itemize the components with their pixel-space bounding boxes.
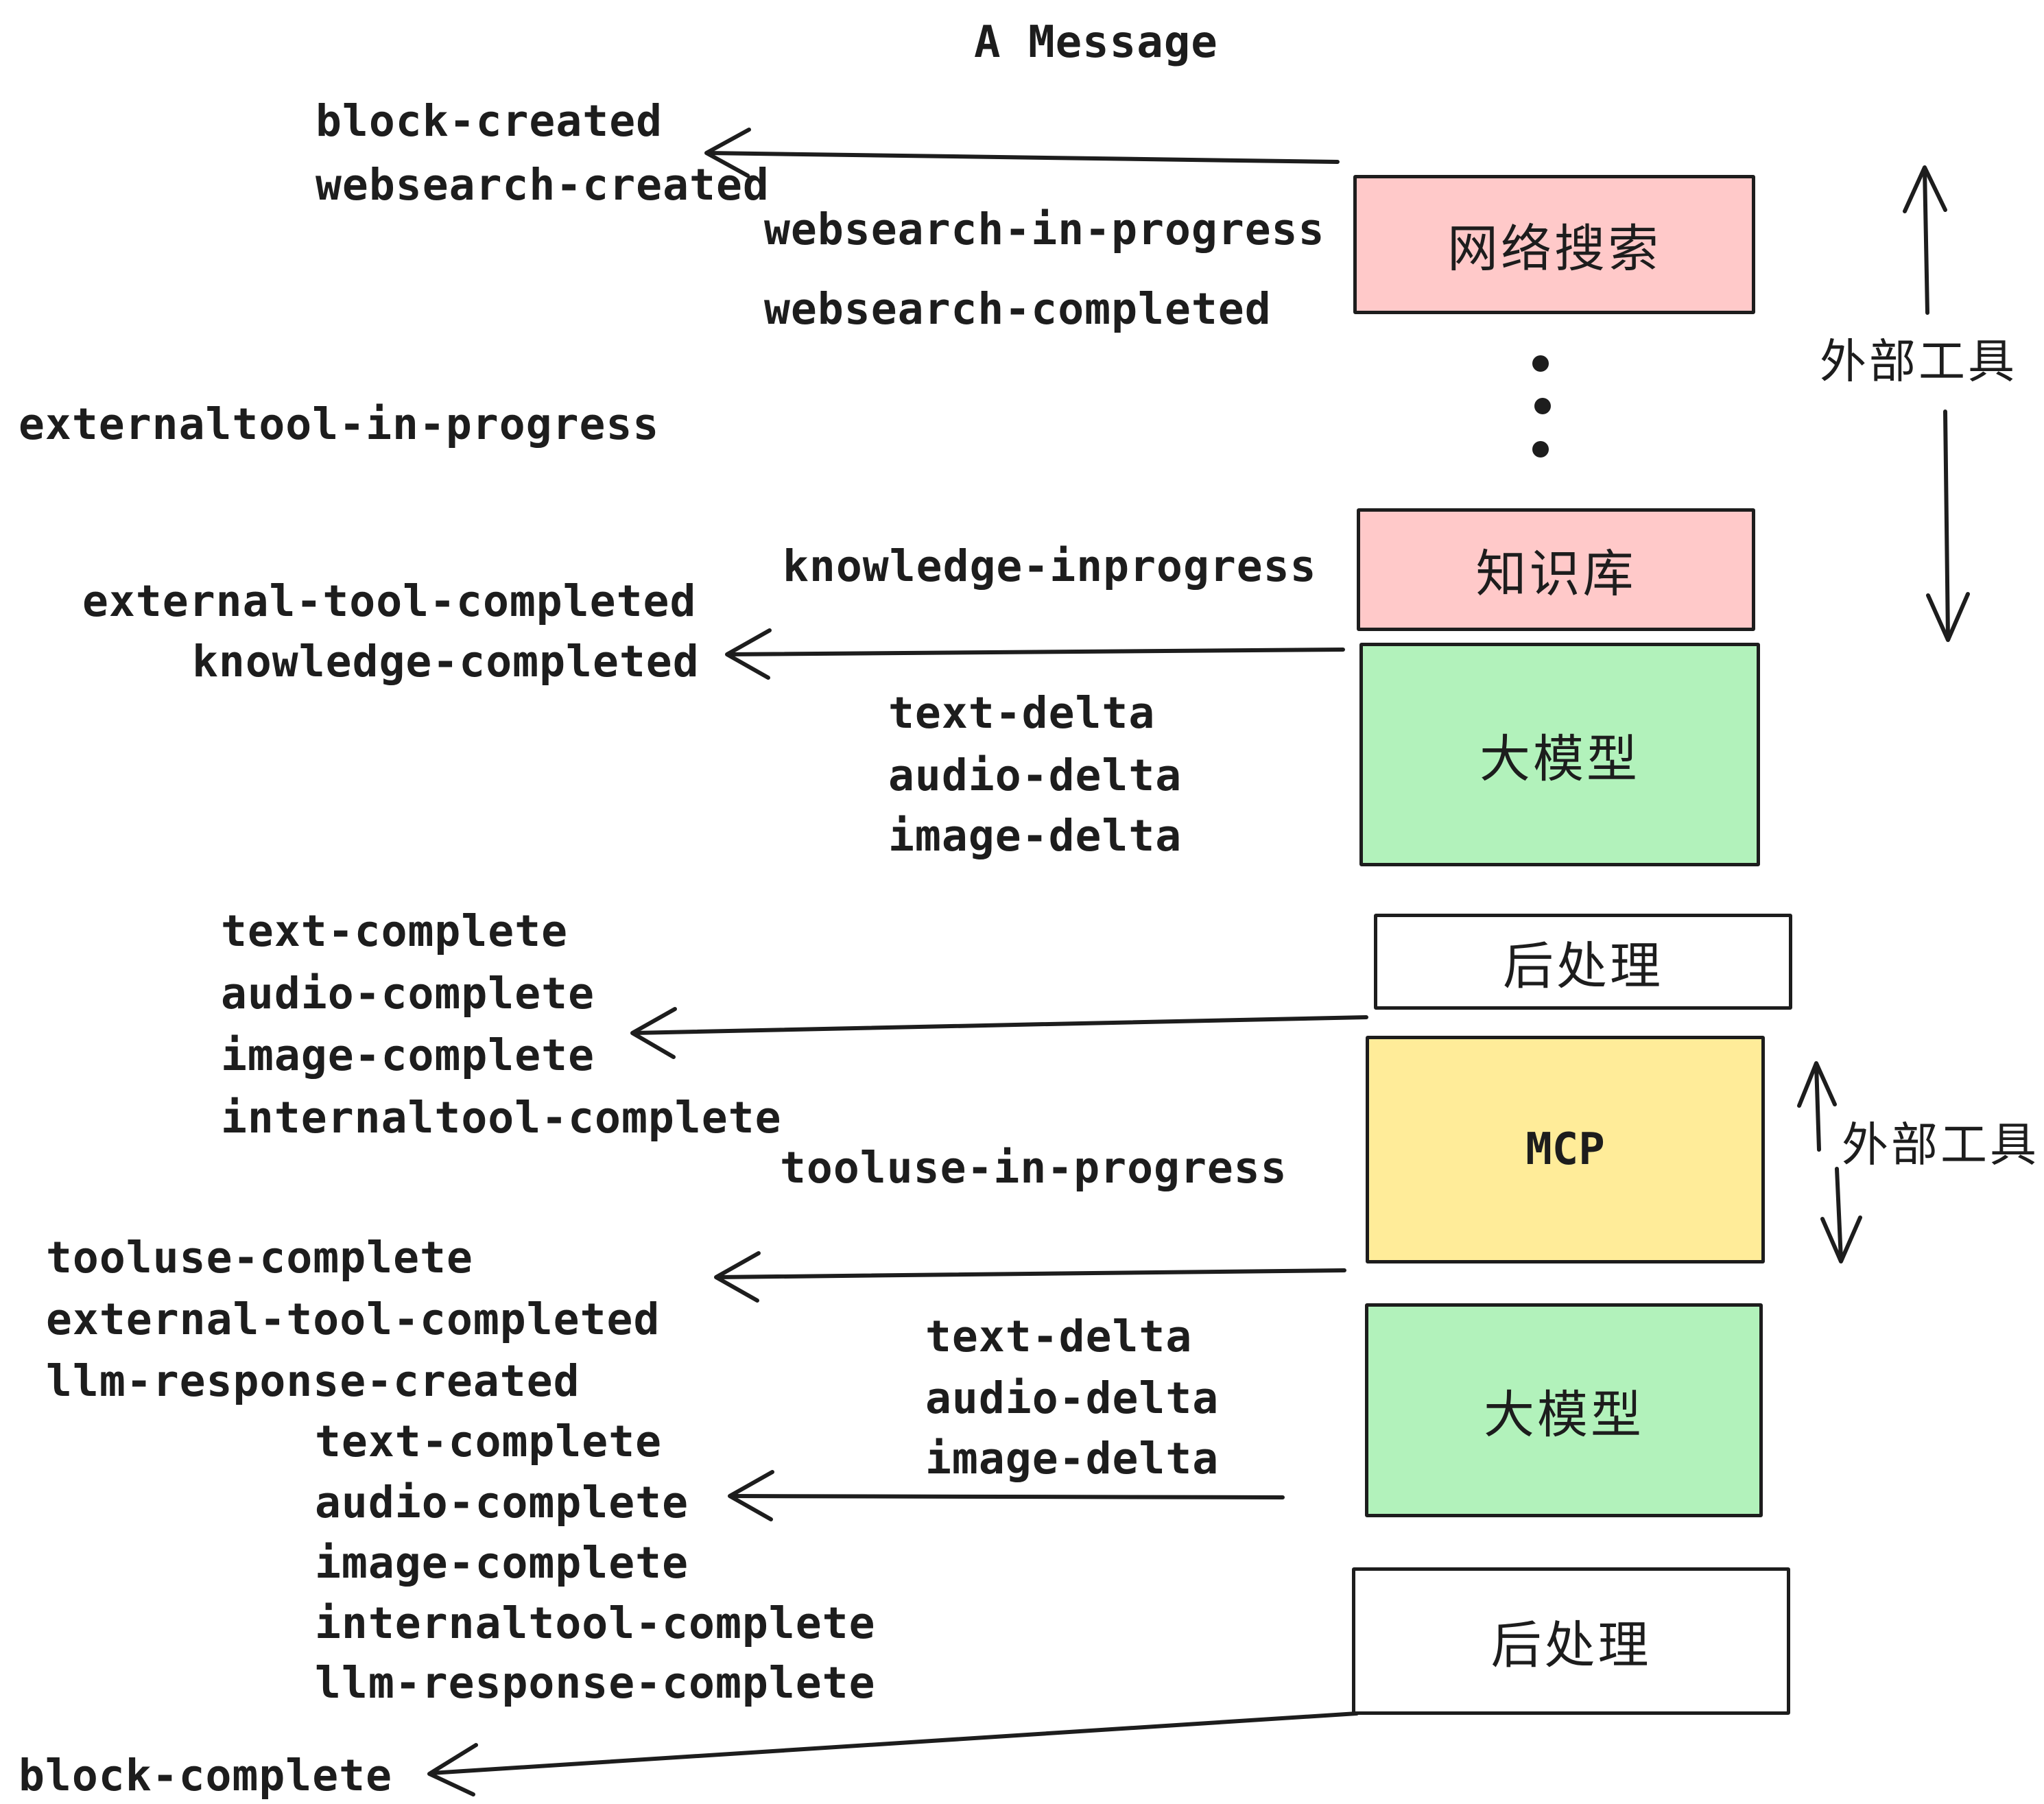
event-label-websearch-completed: websearch-completed (764, 284, 1272, 335)
event-label-audio-delta-1: audio-delta (888, 750, 1183, 801)
diagram-title: A Message (974, 17, 1218, 69)
node-mcp: MCP (1366, 1036, 1765, 1263)
ellipsis-dots (1532, 355, 1551, 458)
arrow-external-tools-up (1903, 165, 1947, 315)
external-tools-label-mcp: 外部工具 (1842, 1118, 2040, 1173)
event-label-audio-complete-1: audio-complete (221, 969, 595, 1019)
event-label-external-tool-completed: external-tool-completed (82, 576, 697, 627)
arrow-mcp-tools-down (1820, 1167, 1862, 1263)
node-knowledge: 知识库 (1357, 508, 1755, 631)
external-tools-label-top: 外部工具 (1820, 335, 2018, 390)
event-label-knowledge-completed: knowledge-completed (192, 637, 700, 687)
event-label-text-complete-2: text-complete (315, 1416, 663, 1467)
arrow-external-tools-down (1926, 410, 1970, 642)
event-label-image-delta-1: image-delta (888, 811, 1183, 862)
event-label-internaltool-complete-2: internaltool-complete (315, 1598, 876, 1649)
event-label-externaltool-in-progress: externaltool-in-progress (19, 399, 660, 450)
node-llm-1-label: 大模型 (1479, 729, 1640, 789)
event-label-block-complete: block-complete (19, 1750, 393, 1801)
event-label-external-tool-completed-2: external-tool-completed (46, 1294, 661, 1345)
event-label-text-delta-2: text-delta (925, 1312, 1193, 1362)
arrow-post2-to-block-complete (427, 1711, 1359, 1796)
node-llm-2: 大模型 (1365, 1303, 1763, 1517)
event-label-tooluse-complete: tooluse-complete (46, 1233, 473, 1283)
event-label-text-delta-1: text-delta (888, 688, 1156, 739)
node-knowledge-label: 知识库 (1475, 545, 1637, 604)
event-label-image-complete-1: image-complete (221, 1030, 595, 1081)
node-post-1-label: 后处理 (1503, 936, 1663, 996)
arrow-llm-to-knowledge-completed (725, 628, 1345, 680)
node-mcp-label: MCP (1525, 1124, 1605, 1175)
event-label-block-created: block-created (316, 96, 663, 147)
event-label-text-complete-1: text-complete (221, 906, 569, 957)
arrow-mcp-to-tooluse-complete (714, 1251, 1346, 1303)
node-llm-1: 大模型 (1359, 643, 1760, 866)
event-label-audio-complete-2: audio-complete (315, 1477, 689, 1528)
event-label-audio-delta-2: audio-delta (925, 1373, 1220, 1424)
node-post-1: 后处理 (1374, 914, 1792, 1010)
event-label-llm-response-created: llm-response-created (46, 1356, 580, 1407)
node-llm-2-label: 大模型 (1484, 1385, 1644, 1445)
arrow-post1-to-complete (630, 1007, 1368, 1059)
event-label-knowledge-inprogress: knowledge-inprogress (783, 541, 1317, 592)
event-label-image-complete-2: image-complete (315, 1538, 689, 1589)
node-websearch: 网络搜索 (1353, 175, 1755, 314)
arrow-websearch-to-created (704, 128, 1340, 178)
event-label-image-delta-2: image-delta (925, 1434, 1220, 1484)
node-websearch-label: 网络搜索 (1447, 219, 1661, 278)
event-label-tooluse-in-progress: tooluse-in-progress (780, 1143, 1287, 1194)
event-label-llm-response-complete: llm-response-complete (315, 1658, 876, 1709)
event-label-websearch-created: websearch-created (316, 160, 770, 211)
event-label-internaltool-complete-1: internaltool-complete (221, 1093, 782, 1143)
node-post-2-label: 后处理 (1490, 1616, 1652, 1675)
arrow-mcp-tools-up (1797, 1061, 1837, 1152)
event-label-websearch-in-progress: websearch-in-progress (764, 204, 1325, 255)
node-post-2: 后处理 (1352, 1567, 1790, 1715)
